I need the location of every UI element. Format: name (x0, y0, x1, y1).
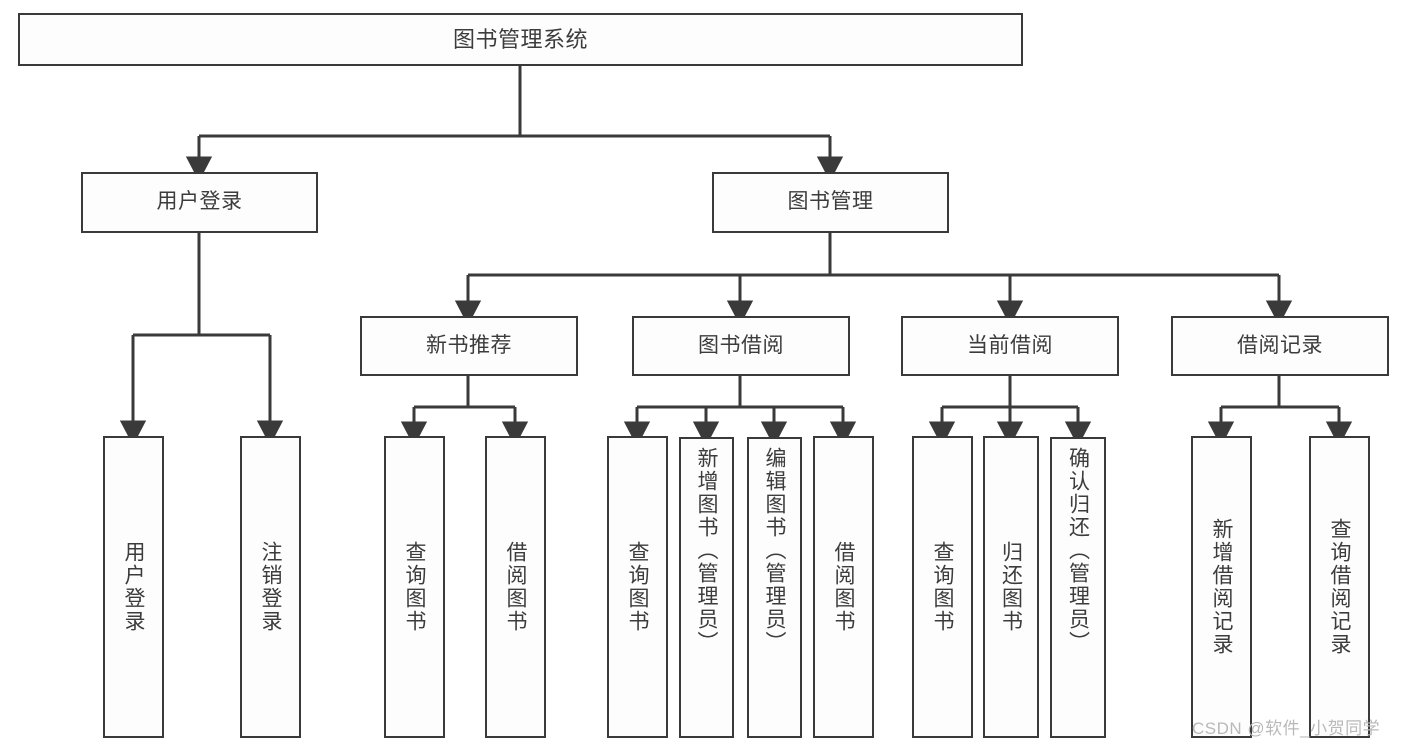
node-label: 查询图书 (931, 541, 954, 633)
node-leaf-query-book-3[interactable]: 查询图书 (912, 436, 973, 738)
csdn-watermark: CSDN @软件_小贺同学 (1192, 719, 1381, 738)
node-current-borrow[interactable]: 当前借阅 (901, 316, 1119, 376)
node-leaf-logout-login[interactable]: 注销登录 (240, 436, 301, 738)
node-leaf-borrow-book-1[interactable]: 借阅图书 (485, 436, 546, 738)
node-leaf-borrow-book-2[interactable]: 借阅图书 (813, 436, 874, 738)
node-leaf-confirm-return-admin[interactable]: 确认归还（管理员） (1050, 437, 1106, 738)
node-label: 查询图书 (403, 541, 426, 633)
node-label: 新增图书（管理员） (695, 447, 718, 654)
node-label: 查询图书 (626, 541, 649, 633)
node-label: 编辑图书（管理员） (763, 447, 786, 654)
node-leaf-add-book-admin[interactable]: 新增图书（管理员） (679, 437, 734, 738)
node-new-book-recommend[interactable]: 新书推荐 (360, 316, 578, 376)
node-label: 新增借阅记录 (1210, 518, 1233, 656)
node-leaf-query-borrow-record[interactable]: 查询借阅记录 (1309, 436, 1370, 738)
node-label: 查询借阅记录 (1328, 518, 1351, 656)
node-book-borrow[interactable]: 图书借阅 (632, 316, 850, 376)
node-label: 用户登录 (156, 190, 243, 214)
node-leaf-query-book-2[interactable]: 查询图书 (607, 436, 668, 738)
node-label: 当前借阅 (967, 333, 1053, 357)
node-label: 新书推荐 (426, 333, 512, 357)
node-label: 注销登录 (259, 541, 282, 633)
node-borrow-record[interactable]: 借阅记录 (1171, 316, 1389, 376)
node-leaf-user-login[interactable]: 用户登录 (103, 436, 164, 738)
node-label: 图书管理系统 (452, 26, 588, 52)
node-label: 借阅图书 (504, 541, 527, 633)
node-label: 确认归还（管理员） (1066, 447, 1090, 654)
node-label: 归还图书 (999, 541, 1023, 633)
node-label: 图书管理 (787, 190, 874, 214)
node-label: 图书借阅 (698, 333, 784, 357)
node-label: 借阅图书 (832, 541, 855, 633)
node-label: 借阅记录 (1237, 333, 1323, 357)
node-root-book-management-system[interactable]: 图书管理系统 (18, 13, 1023, 66)
node-book-manage[interactable]: 图书管理 (712, 172, 949, 233)
node-leaf-edit-book-admin[interactable]: 编辑图书（管理员） (747, 437, 802, 738)
node-leaf-query-book-1[interactable]: 查询图书 (384, 436, 445, 738)
node-leaf-add-borrow-record[interactable]: 新增借阅记录 (1191, 436, 1252, 738)
node-user-login[interactable]: 用户登录 (81, 172, 318, 233)
node-leaf-return-book[interactable]: 归还图书 (983, 436, 1039, 738)
node-label: 用户登录 (122, 541, 145, 633)
